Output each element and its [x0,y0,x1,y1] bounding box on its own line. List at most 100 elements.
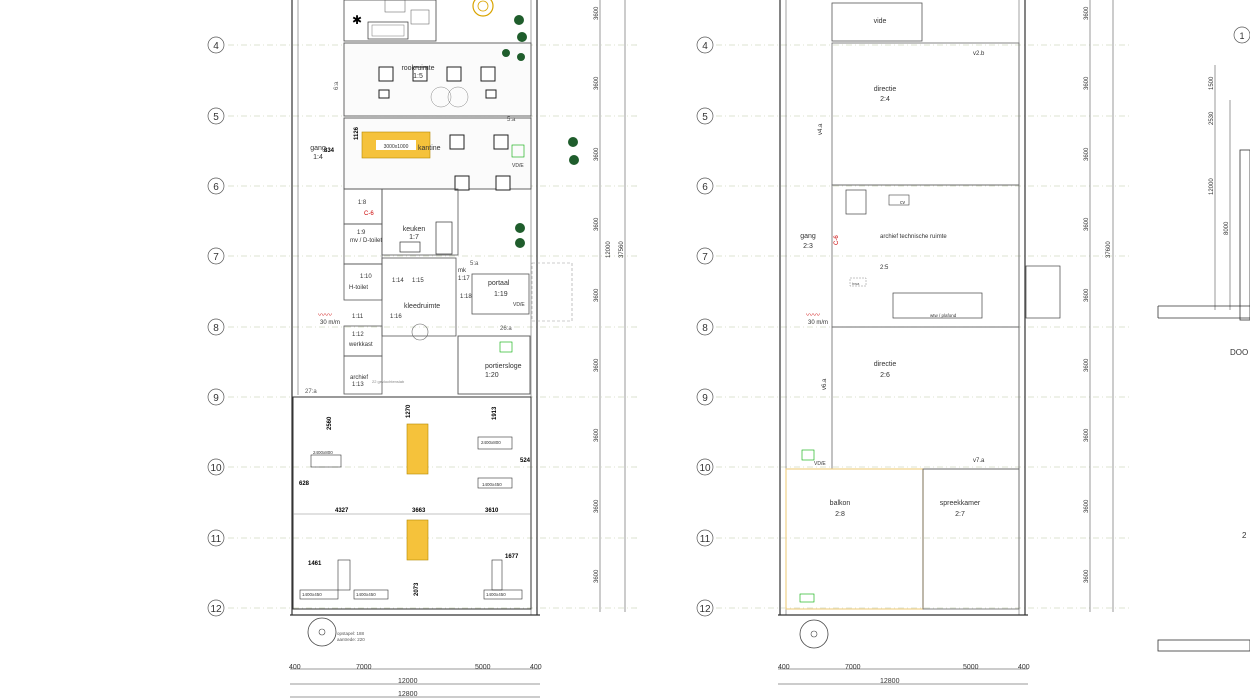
room-name: kantine [418,145,441,152]
dim-label: 3600 [594,499,600,513]
grid-lines [228,44,1130,609]
ch-label: C-6 [834,235,840,245]
dim-total: 37600 [1106,241,1112,258]
dim-label: 1270 [406,404,412,418]
stair-note: opstapel: 188 [337,631,365,636]
room-code: 1:13 [352,382,364,388]
grid-label: 7 [213,252,219,263]
dim-label: 5000 [963,664,979,671]
room-code: 1:9 [357,230,366,236]
room-name: gang [310,145,326,152]
spiral-stair [307,617,337,647]
door-tag: v4.a [818,123,824,135]
room-name: vide [874,18,887,25]
dim-label: 400 [530,664,542,671]
desk-size: 1400x450 [356,592,376,597]
heating-label: 30 m/m [320,320,340,326]
room-name: keuken [403,226,426,233]
grid-label: 11 [700,534,711,545]
dim-label: 1500 [1209,76,1215,90]
room-name: spreekkamer [940,500,981,507]
dim-label: 7000 [845,664,861,671]
dim-label: 3600 [594,6,600,20]
dim-label: 3610 [485,508,499,514]
chair-group [378,66,497,99]
room-code: 1:8 [358,200,367,206]
hwa-label: hwa [852,281,860,286]
grid-label: 5 [213,112,219,123]
dim-label: 524 [520,458,531,464]
dim-label: 400 [1018,664,1030,671]
dim-label: 12000 [398,678,418,685]
desk-size: 2400x800 [313,450,333,455]
ground-floor-plan: ✱ rookruimte 1:5 6:a 3000x1000 kantine 5… [290,0,579,647]
room-code: 1:11 [352,314,364,320]
door-tag: 6:a [334,81,340,90]
stair-note: aantrede: 220 [337,637,365,642]
grid-label: 10 [210,463,222,474]
room-code: 2:7 [955,511,965,518]
spiral-stair [799,619,829,649]
room-name: kleedruimte [404,303,440,310]
room-code: 1:14 [392,278,404,284]
room-name: directie [874,86,897,93]
dim-label: 1913 [492,406,498,420]
cv-label: cv [900,200,906,206]
room-code: 2:5 [880,265,889,271]
door-tag: 27:a [305,389,317,395]
room-name: werkkast [348,342,373,348]
dim-total: 37560 [619,241,625,258]
room-code: 2:6 [880,372,890,379]
ground-bottom-dimensions [290,668,540,698]
vde-label: VD/E [513,302,525,308]
dim-label: 3600 [1084,288,1090,302]
plant-icons [502,15,579,248]
room-code: 2:4 [880,96,890,103]
dim-label: 834 [324,148,335,154]
room-code: 1:15 [412,278,424,284]
room-code: 1:10 [360,274,372,280]
heating-symbol: 〰〰 [806,312,820,319]
room-name: rookruimte [401,65,434,72]
grid-label: 12 [210,604,222,615]
grid-label: 10 [699,463,711,474]
dim-label: 1677 [505,554,519,560]
dim-label: 628 [299,481,310,487]
dim-label: 3600 [594,147,600,161]
grid-label: 6 [213,182,219,193]
room-code: 1:4 [313,154,323,161]
dim-label: 3600 [1084,428,1090,442]
room-name: archief [350,375,368,381]
dim-label: 7000 [356,664,372,671]
grid-bubbles-middle [696,36,714,617]
dim-label: 3600 [594,428,600,442]
room-name: gang [800,233,816,240]
dim-label: 3600 [594,569,600,583]
ch-label: C-6 [364,211,374,217]
room-code: 1:18 [460,294,472,300]
grid-label: 2 [1242,531,1247,540]
dim-label: 3600 [1084,217,1090,231]
grid-label: 7 [702,252,708,263]
room-code: 1:7 [409,234,419,241]
grid-label: 5 [702,112,708,123]
room-name: H-toilet [349,285,368,291]
dim-label: 12800 [398,691,418,698]
dim-label: 2530 [1209,111,1215,125]
table-size: 3000x1000 [384,144,409,150]
desk-size: 2400x800 [481,440,501,445]
door-tag: v7.a [973,458,985,464]
ground-vertical-dimensions [599,0,626,612]
grid-label: 9 [213,393,219,404]
first-floor-plan: vide directie 2:4 v2.b v4.a cv C-6 archi… [778,0,1061,649]
room-code: 2:8 [835,511,845,518]
vde-label: VD/E [814,461,826,467]
dim-label: 3600 [1084,6,1090,20]
dim-label: 3600 [1084,499,1090,513]
grid-label: 6 [702,182,708,193]
section-drawing: 1 1500 2530 12000 8000 DOO 2 [1157,26,1250,652]
grid-label: 4 [702,41,708,52]
grid-label: 12 [699,604,711,615]
door-tag: 26:a [500,326,512,332]
